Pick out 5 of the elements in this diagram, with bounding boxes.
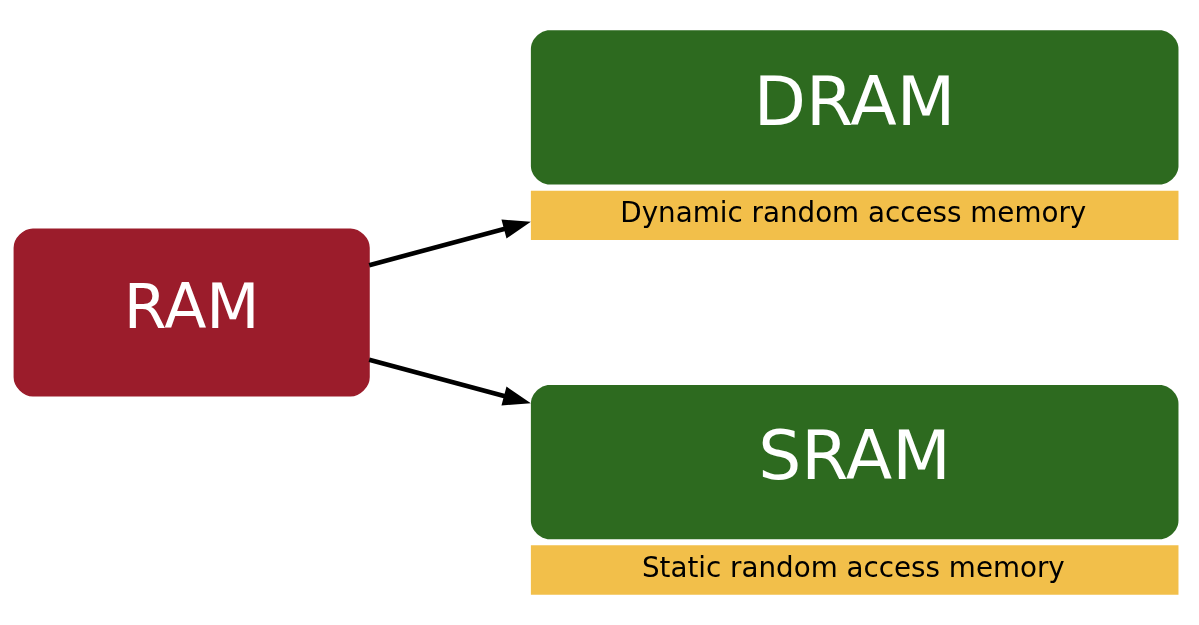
arrow [368,357,531,406]
node-label: Static random access memory [641,550,1065,584]
node-label: Dynamic random access memory [620,196,1087,230]
node-box: RAM [13,228,370,397]
arrow [368,219,531,268]
